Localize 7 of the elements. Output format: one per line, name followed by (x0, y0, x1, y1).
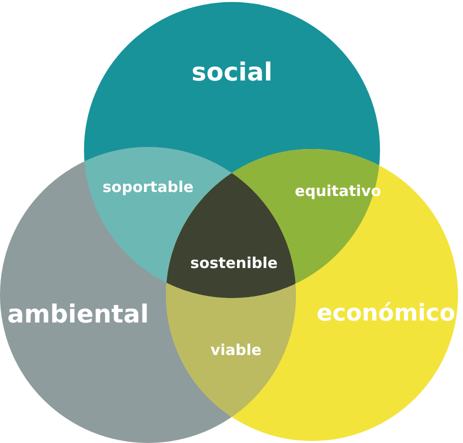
region-label: ambiental (7, 300, 149, 328)
region-label: económico (316, 301, 456, 327)
region-label: social (192, 58, 272, 86)
region-label: soportable (102, 178, 194, 196)
region-label: equitativo (294, 182, 382, 200)
region-label: sostenible (190, 254, 278, 272)
region-label: viable (210, 342, 262, 358)
